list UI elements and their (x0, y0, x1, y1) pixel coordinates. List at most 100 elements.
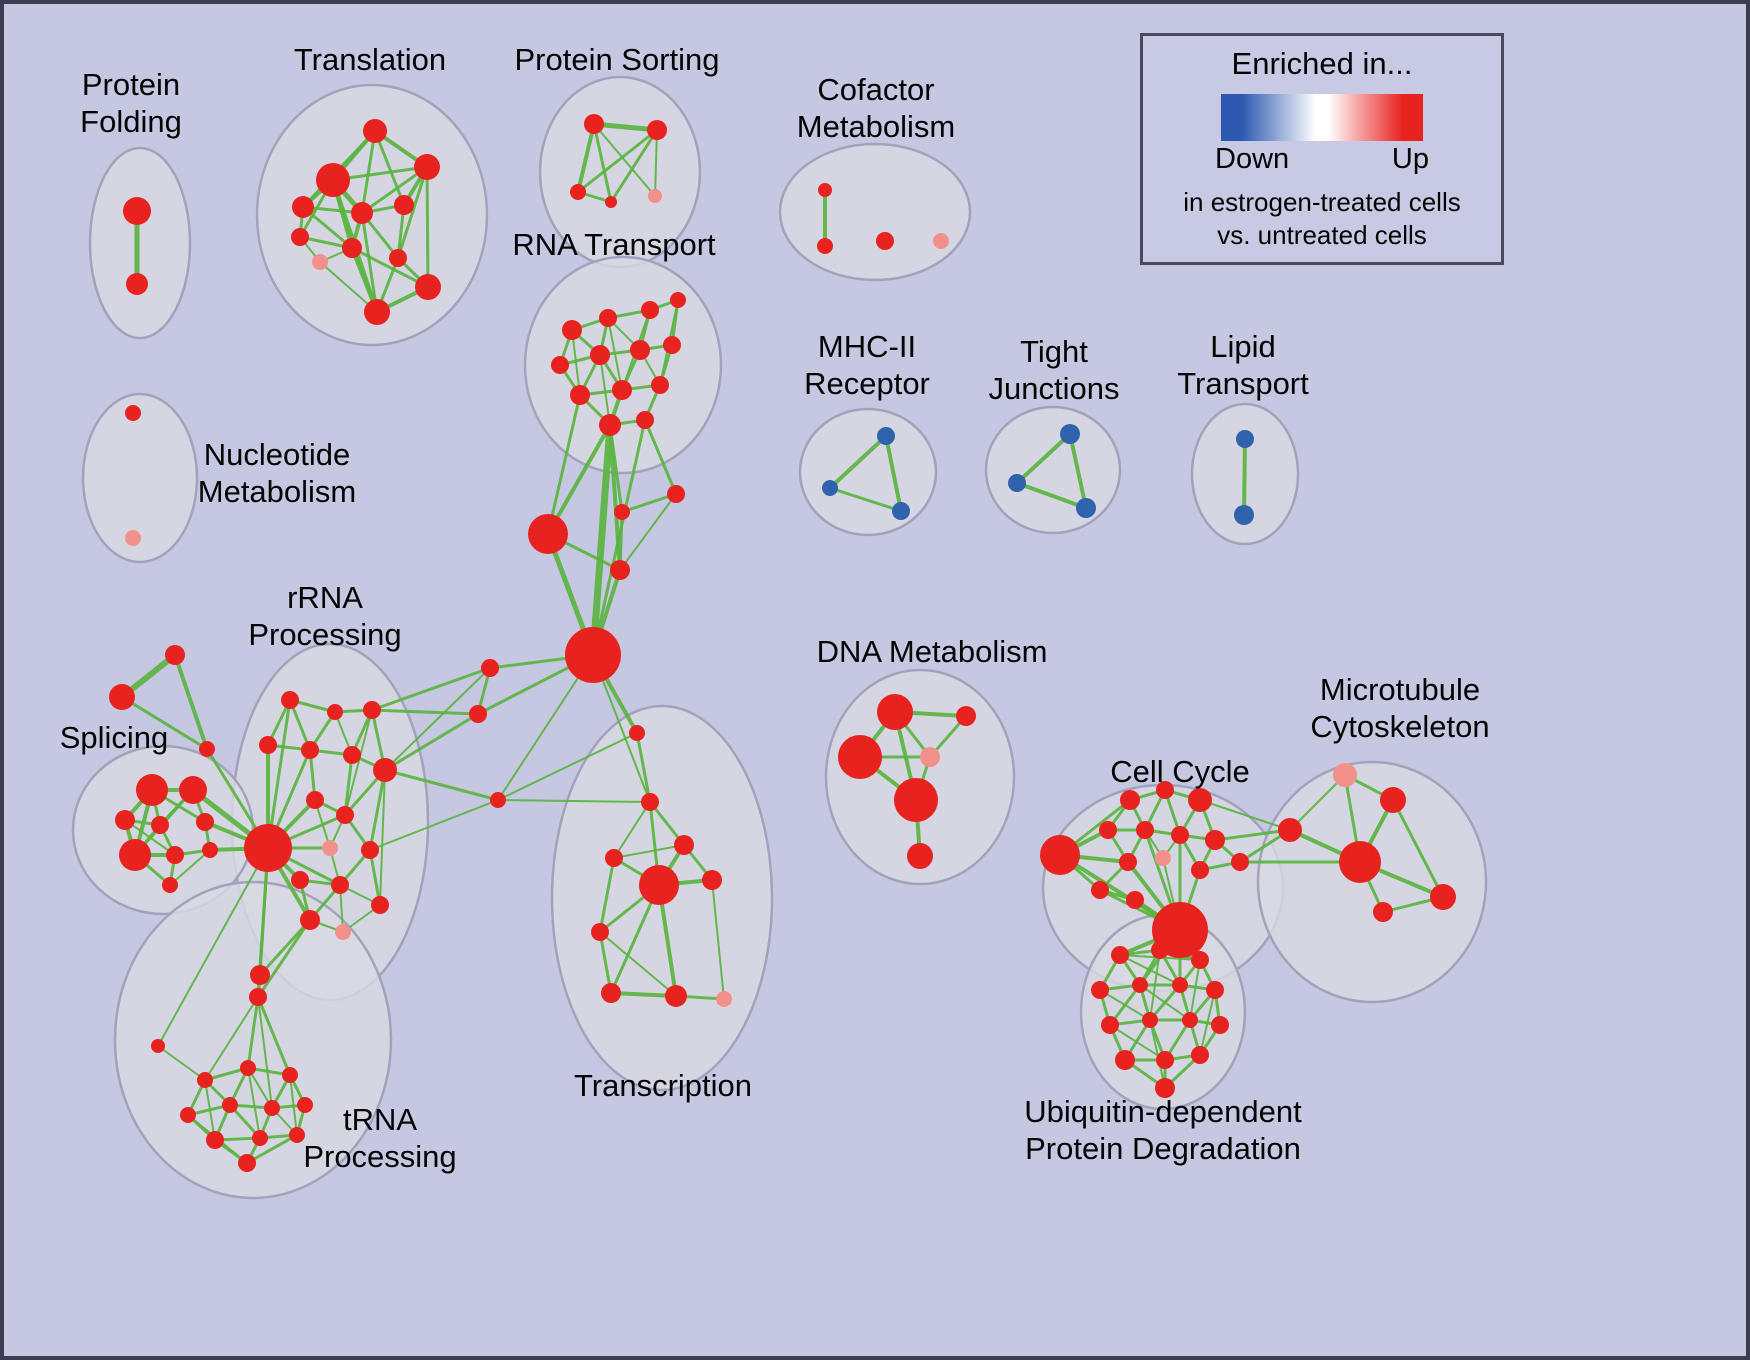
network-node-red (1111, 946, 1129, 964)
network-node-red (394, 195, 414, 215)
network-node-pink (1155, 850, 1171, 866)
network-edge (343, 754, 354, 816)
cluster-label-ubiquitin-degradation: Ubiquitin-dependent (1024, 1094, 1302, 1129)
network-node-red (610, 560, 630, 580)
network-node-red (289, 1127, 305, 1143)
network-edge (593, 121, 658, 133)
network-node-red (469, 705, 487, 723)
network-edge (360, 130, 377, 214)
network-edge (711, 879, 725, 1000)
cluster-label-splicing: Splicing (60, 720, 169, 755)
network-node-red (562, 320, 582, 340)
legend-caption-line1: in estrogen-treated cells (1183, 187, 1461, 217)
network-node-red (336, 806, 354, 824)
network-edge (593, 123, 656, 197)
cluster-ellipse-protein-folding (88, 146, 192, 340)
network-node-red (165, 645, 185, 665)
network-node-red (244, 824, 292, 872)
network-node-red (1091, 881, 1109, 899)
network-edge (1391, 799, 1445, 898)
network-node-red (342, 238, 362, 258)
network-edge (360, 212, 379, 313)
network-edge (1242, 438, 1247, 516)
network-node-blue (892, 502, 910, 520)
network-node-red (162, 877, 178, 893)
network-edge (256, 919, 312, 998)
network-node-blue (1234, 505, 1254, 525)
network-edge (246, 1133, 298, 1165)
network-node-red (264, 1100, 280, 1116)
network-node-red (1188, 788, 1212, 812)
network-node-red (238, 1154, 256, 1172)
network-edge (204, 996, 259, 1081)
network-node-red (605, 849, 623, 867)
network-node-pink (920, 747, 940, 767)
cluster-label-rrna-processing: rRNA (287, 580, 363, 615)
network-node-red (249, 988, 267, 1006)
network-node-red (876, 232, 894, 250)
network-node-red (665, 985, 687, 1007)
network-node-red (907, 843, 933, 869)
network-edge (173, 654, 209, 750)
network-node-red (818, 183, 832, 197)
network-node-red (123, 197, 151, 225)
network-edge (613, 801, 651, 859)
network-node-red (202, 842, 218, 858)
cluster-label-rna-transport: RNA Transport (512, 227, 716, 262)
network-edge (599, 931, 677, 997)
network-node-red (599, 309, 617, 327)
network-node-red (166, 846, 184, 864)
network-node-red (1191, 1046, 1209, 1064)
network-node-red (351, 202, 373, 224)
network-edge (497, 732, 638, 801)
network-node-red (250, 965, 270, 985)
cluster-label-translation: Translation (294, 42, 446, 77)
cluster-label-trna-processing: Processing (303, 1139, 456, 1174)
network-node-red (612, 380, 632, 400)
cluster-label-mhc-ii-receptor: Receptor (804, 366, 930, 401)
cluster-label-microtubule-cytoskeleton: Cytoskeleton (1310, 709, 1489, 744)
cluster-label-lipid-transport: Lipid (1210, 329, 1276, 364)
network-node-red (300, 910, 320, 930)
legend-title: Enriched in... (1231, 46, 1413, 81)
network-node-red (702, 870, 722, 890)
network-node-red (259, 736, 277, 754)
cluster-label-nucleotide-metabolism: Nucleotide (204, 437, 350, 472)
network-edge (1149, 1019, 1166, 1089)
network-edge (635, 732, 652, 803)
network-node-red (222, 1097, 238, 1113)
network-edge (344, 709, 373, 816)
cluster-label-lipid-transport: Transport (1177, 366, 1309, 401)
network-edge (396, 166, 429, 259)
network-edge (351, 246, 429, 289)
network-node-red (115, 810, 135, 830)
cluster-label-cofactor-metabolism: Metabolism (797, 109, 956, 144)
network-node-red (206, 1131, 224, 1149)
cluster-ellipse-tight-junctions (984, 405, 1122, 535)
network-node-red (415, 274, 441, 300)
network-node-red (1211, 1016, 1229, 1034)
network-node-red (151, 816, 169, 834)
network-edge (598, 931, 613, 994)
network-node-red (1171, 826, 1189, 844)
network-node-red (641, 301, 659, 319)
network-node-red (364, 299, 390, 325)
network-node-red (1136, 821, 1154, 839)
network-node-red (1191, 861, 1209, 879)
network-node-red (119, 839, 151, 871)
network-node-red (414, 154, 440, 180)
network-node-red (327, 704, 343, 720)
network-edge (256, 996, 292, 1076)
network-edge (497, 799, 651, 803)
network-edge (589, 424, 614, 656)
network-node-blue (1008, 474, 1026, 492)
network-node-red (663, 336, 681, 354)
network-node-red (1430, 884, 1456, 910)
network-node-red (109, 684, 135, 710)
network-node-red (291, 871, 309, 889)
cluster-label-rrna-processing: Processing (248, 617, 401, 652)
network-node-red (316, 163, 350, 197)
network-node-red (331, 876, 349, 894)
cluster-label-protein-folding: Protein (82, 67, 180, 102)
network-node-blue (1076, 498, 1096, 518)
